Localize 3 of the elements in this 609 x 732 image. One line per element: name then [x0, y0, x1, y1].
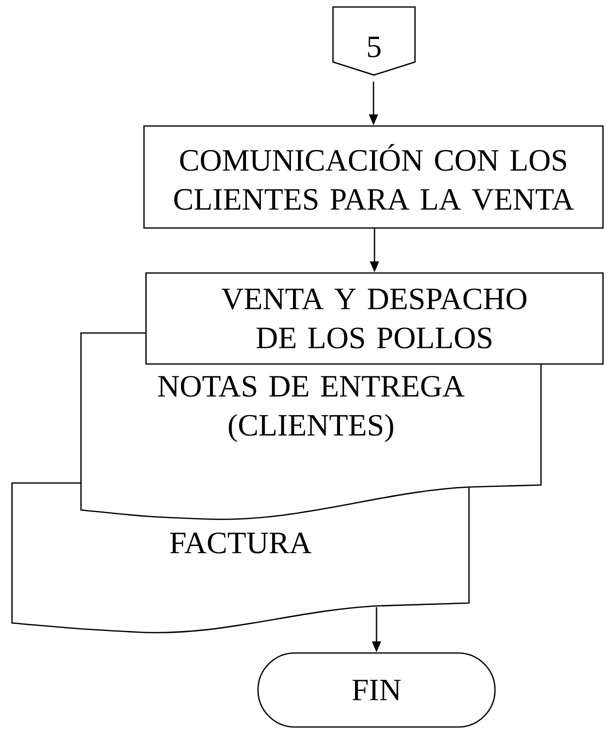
process-box: COMUNICACIÓN CON LOS CLIENTES PARA LA VENTA: [143, 125, 604, 229]
off-page-connector: 5: [332, 6, 416, 76]
process-box: VENTA Y DESPACHO DE LOS POLLOS: [145, 272, 604, 365]
